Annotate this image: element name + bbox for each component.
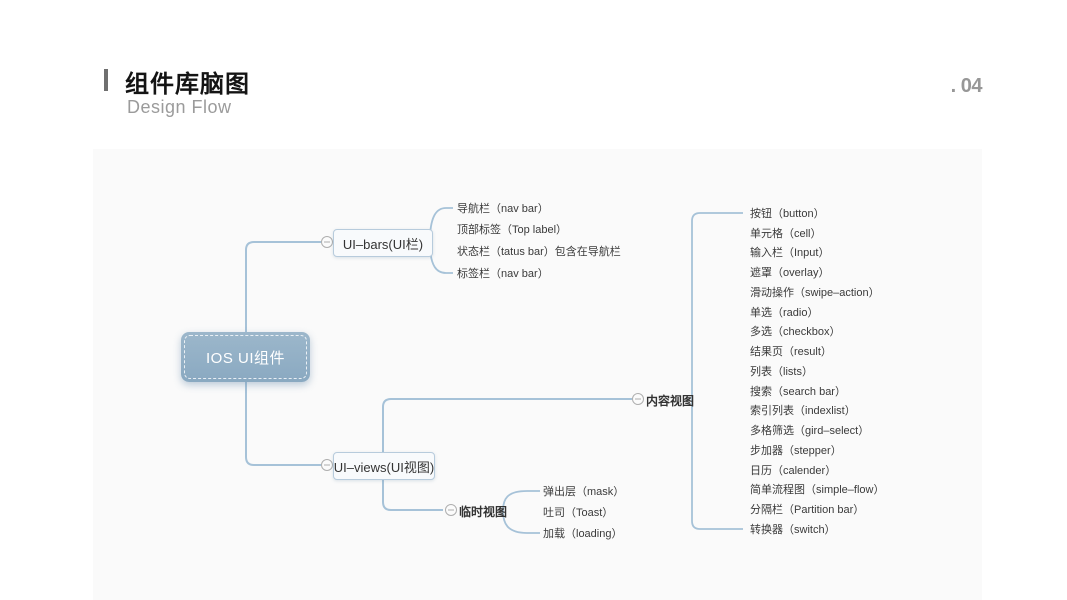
mindmap-leaf[interactable]: 日历（calender） <box>750 464 837 477</box>
mindmap-leaf[interactable]: 单选（radio） <box>750 306 819 319</box>
root-node-label: IOS UI组件 <box>205 349 285 367</box>
mindmap-leaf[interactable]: 索引列表（indexlist） <box>750 405 856 418</box>
mindmap-leaf[interactable]: 状态栏（tatus bar）包含在导航栏 <box>457 245 621 258</box>
mindmap-leaf[interactable]: 标签栏（nav bar） <box>457 267 549 280</box>
mindmap-leaf[interactable]: 搜索（search bar） <box>750 385 846 398</box>
mindmap-leaf[interactable]: 步加器（stepper） <box>750 444 842 457</box>
mindmap-leaf[interactable]: 顶部标签（Top label） <box>457 224 568 237</box>
mindmap-leaf[interactable]: 结果页（result） <box>750 346 832 359</box>
mindmap-leaf[interactable]: 简单流程图（simple–flow） <box>750 484 885 497</box>
title-accent-bar <box>104 69 108 91</box>
sub-branch-content-view[interactable]: 内容视图 <box>646 394 695 408</box>
root-node-ios-ui[interactable]: IOS UI组件 <box>181 332 310 382</box>
mindmap-leaf[interactable]: 转换器（switch） <box>750 523 836 536</box>
mindmap-leaf[interactable]: 按钮（button） <box>750 207 825 220</box>
ui-bars-children: 导航栏（nav bar） 顶部标签（Top label） 状态栏（tatus b… <box>457 197 697 283</box>
content-view-children: 按钮（button） 单元格（cell） 输入栏（Input） 遮罩（overl… <box>750 203 970 539</box>
page-title: 组件库脑图 <box>125 71 250 98</box>
page-subtitle: Design Flow <box>127 97 232 117</box>
mindmap-leaf[interactable]: 遮罩（overlay） <box>750 267 830 280</box>
temp-view-children: 弹出层（mask） 吐司（Toast） 加载（loading） <box>543 480 703 543</box>
mindmap-leaf[interactable]: 分隔栏（Partition bar） <box>750 504 865 517</box>
mindmap-leaf[interactable]: 导航栏（nav bar） <box>457 202 549 215</box>
branch-node-ui-views[interactable]: UI–views(UI视图) <box>333 452 435 480</box>
mindmap-leaf[interactable]: 加载（loading） <box>543 527 623 540</box>
sub-branch-temp-view[interactable]: 临时视图 <box>459 505 508 519</box>
mindmap-leaf[interactable]: 输入栏（Input） <box>750 247 830 260</box>
mindmap-leaf[interactable]: 单元格（cell） <box>750 227 822 240</box>
branch-node-ui-bars[interactable]: UI–bars(UI栏) <box>333 229 433 257</box>
mindmap-leaf[interactable]: 吐司（Toast） <box>543 506 614 519</box>
mindmap-leaf[interactable]: 多格筛选（gird–select） <box>750 425 870 438</box>
mindmap-leaf[interactable]: 列表（lists） <box>750 365 813 378</box>
branch-node-label: UI–bars(UI栏) <box>342 236 424 252</box>
mindmap-leaf[interactable]: 滑动操作（swipe–action） <box>750 286 880 299</box>
mindmap-leaf[interactable]: 弹出层（mask） <box>543 485 625 498</box>
mindmap-leaf[interactable]: 多选（checkbox） <box>750 326 841 339</box>
page-number: . 04 <box>950 75 983 97</box>
branch-node-label: UI–views(UI视图) <box>333 459 435 475</box>
